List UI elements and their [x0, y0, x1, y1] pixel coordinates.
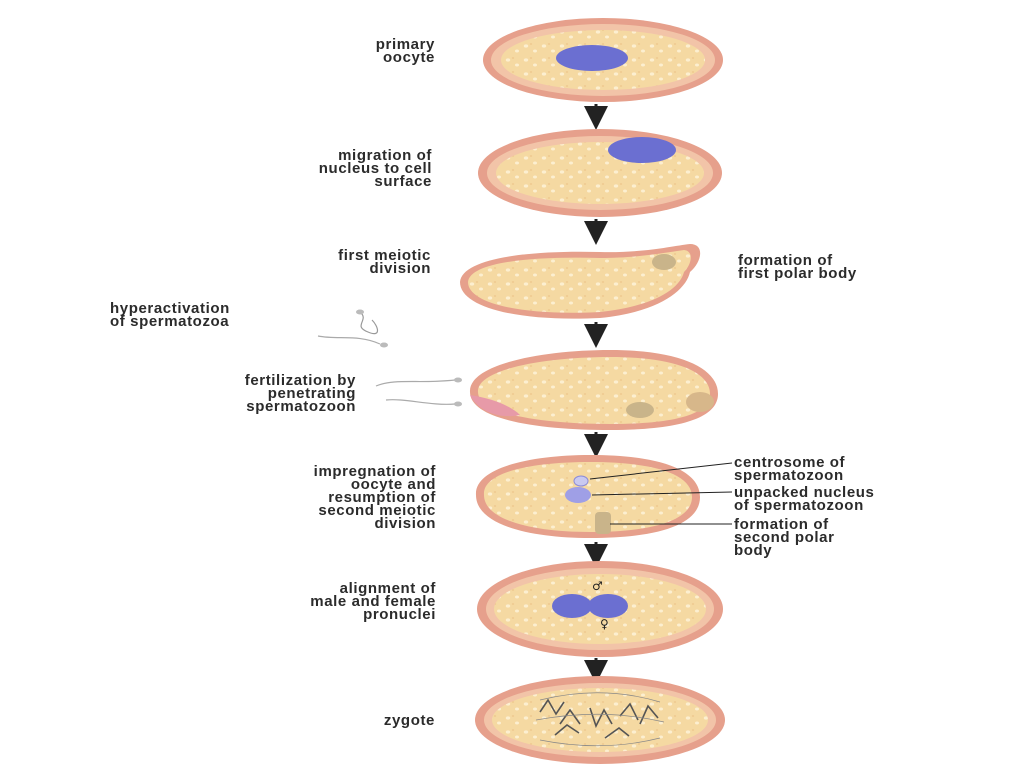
penetrating-spermatozoa	[375, 377, 462, 407]
label-impregnation: impregnation of oocyte and resumption of…	[313, 463, 436, 532]
cell-impregnation	[475, 455, 700, 538]
chromosomes	[539, 698, 659, 739]
first-polar-body	[626, 402, 654, 418]
second-polar-body	[595, 512, 611, 534]
nucleus	[608, 137, 676, 163]
cell-primary-oocyte	[483, 18, 723, 102]
nucleus	[556, 45, 628, 71]
label-unpacked-nucleus: unpacked nucleus of spermatozoon	[734, 484, 875, 514]
spindle	[535, 692, 665, 747]
label-first-polar-body: formation of first polar body	[738, 252, 857, 282]
label-pronuclei-alignment: alignment of male and female pronuclei	[310, 580, 436, 623]
label-fertilization: fertilization by penetrating spermatozoo…	[244, 372, 356, 415]
label-nucleus-migration: migration of nucleus to cell surface	[318, 147, 432, 190]
centrosome	[573, 475, 589, 487]
cell-first-meiotic-division	[460, 244, 701, 319]
unpacked-nucleus	[565, 487, 591, 503]
label-second-polar-body: formation of second polar body	[734, 516, 835, 559]
label-centrosome: centrosome of spermatozoon	[734, 454, 846, 484]
female-pronucleus	[588, 594, 628, 618]
male-pronucleus	[552, 594, 592, 618]
label-first-meiotic-division: first meiotic division	[338, 247, 431, 277]
first-polar-body	[652, 254, 676, 270]
label-hyperactivation: hyperactivation of spermatozoa	[110, 300, 230, 330]
cell-fertilization	[469, 350, 718, 430]
label-zygote: zygote	[383, 712, 435, 729]
cell-pronuclei-alignment	[477, 561, 723, 657]
cell-zygote	[475, 676, 725, 764]
callout-nucleus-line	[591, 491, 733, 496]
male-symbol: ♂	[592, 579, 603, 593]
female-symbol: ♀	[600, 617, 609, 631]
cell-nucleus-migration	[478, 129, 722, 217]
label-primary-oocyte: primary oocyte	[375, 36, 435, 66]
spermatozoa-hyperactivated	[317, 309, 388, 348]
callout-centrosome-line	[589, 462, 733, 480]
